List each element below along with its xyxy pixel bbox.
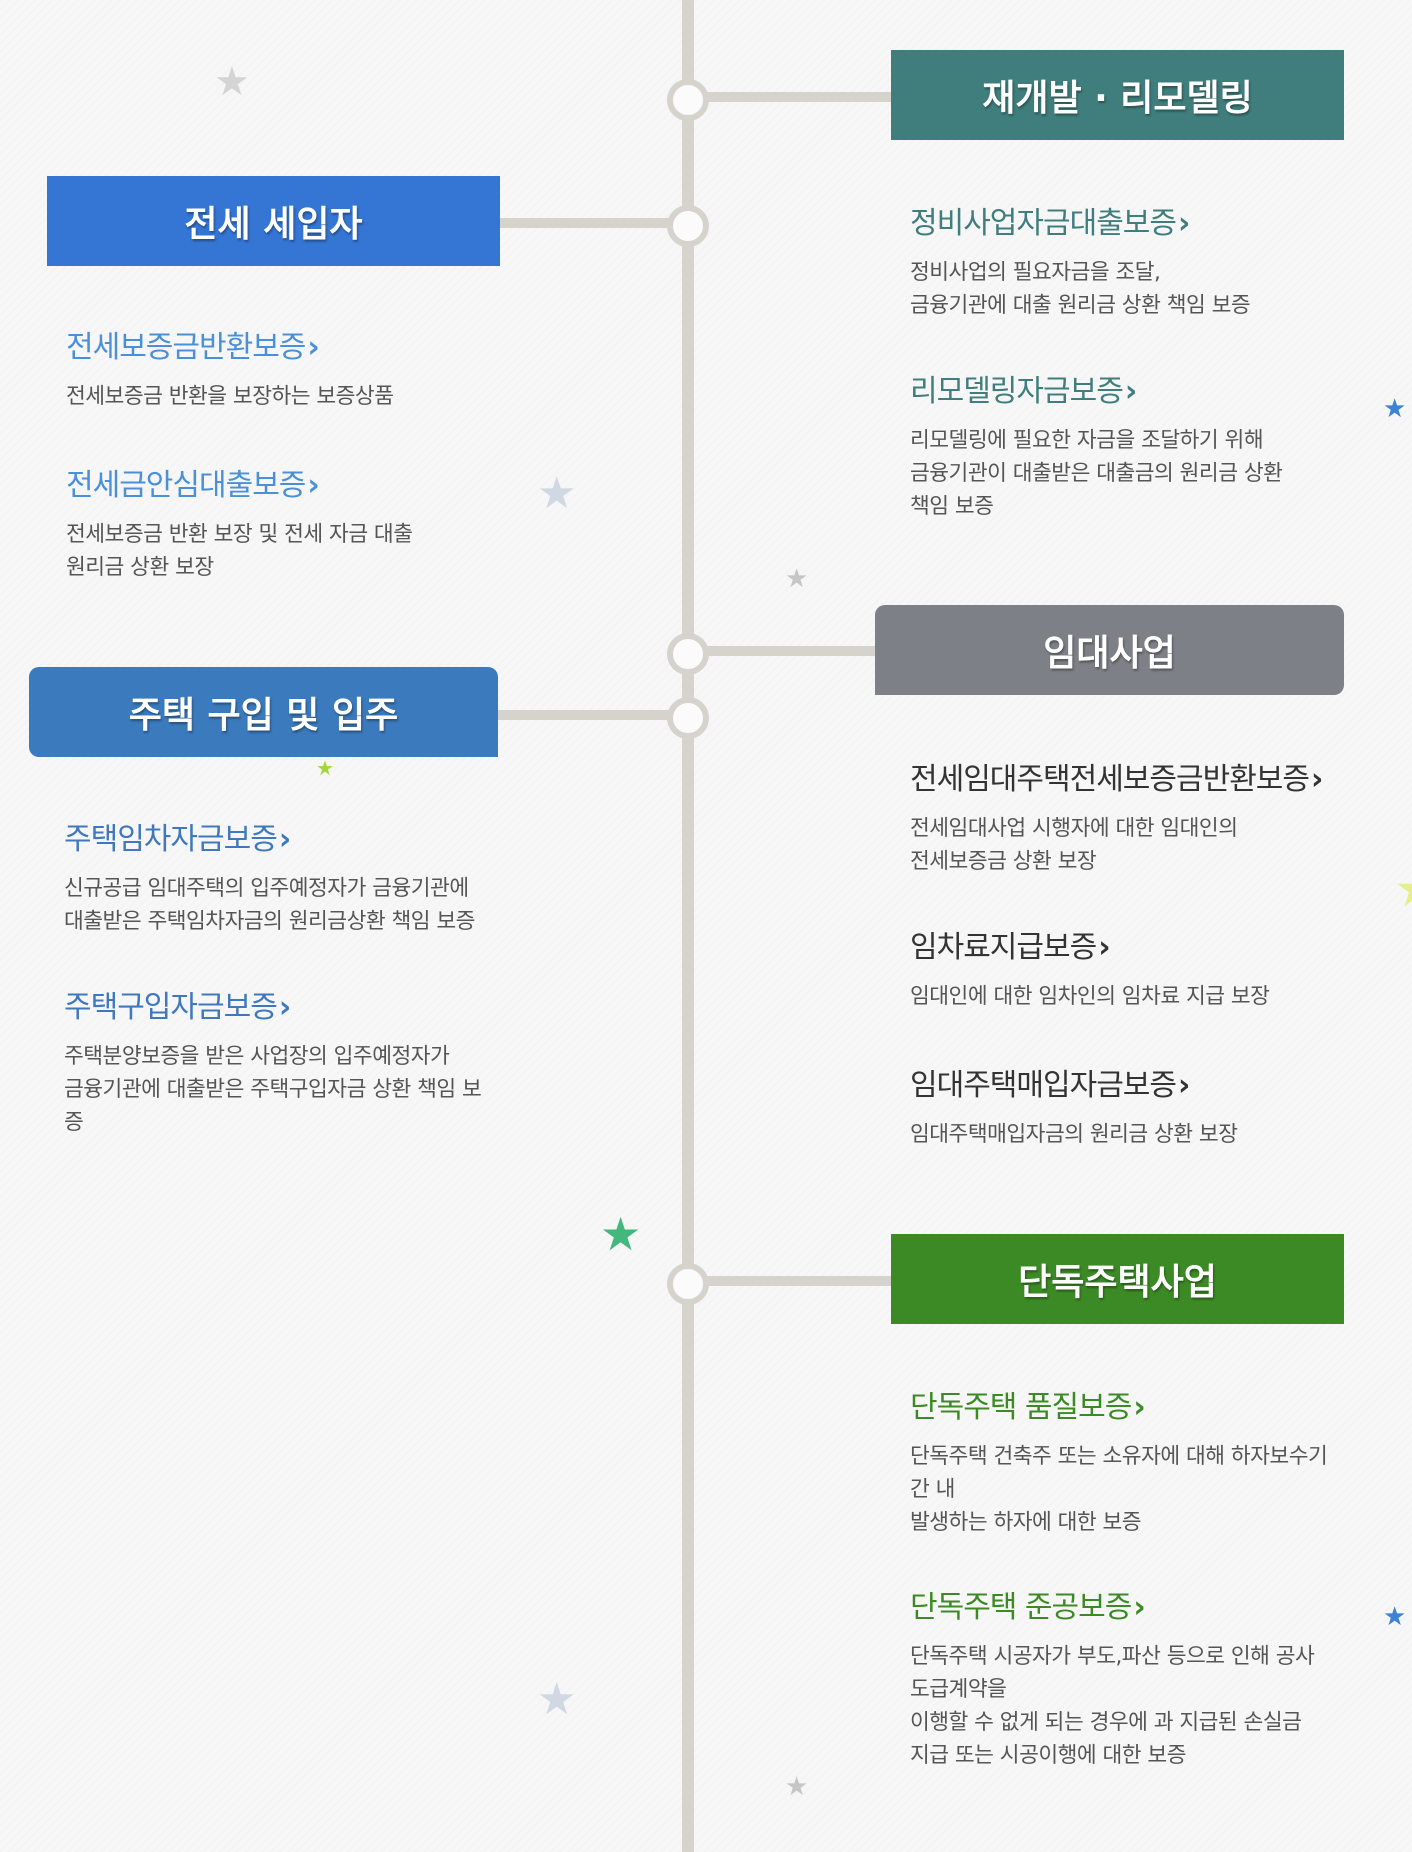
timeline-axis (682, 0, 694, 1852)
link-jeonse-deposit-return[interactable]: 전세보증금반환보증› (66, 322, 320, 366)
item-description: 임대인에 대한 임차인의 임차료 지급 보장 (910, 984, 1270, 1009)
timeline-node (667, 697, 709, 739)
category-housing-purchase: 주택 구입 및 입주 (29, 667, 498, 757)
list-item: 주택구입자금보증› 주택분양보증을 받은 사업장의 입주예정자가 금융기관에 대… (64, 982, 512, 1139)
connector-rental (700, 646, 876, 656)
connector-jeonse (500, 218, 670, 228)
list-item: 전세금안심대출보증› 전세보증금 반환 보장 및 전세 자금 대출 원리금 상환… (66, 460, 536, 584)
link-rental-purchase-fund[interactable]: 임대주택매입자금보증› (910, 1060, 1190, 1104)
chevron-right-icon: › (307, 330, 319, 365)
link-label: 전세임대주택전세보증금반환보증 (910, 762, 1310, 797)
chevron-right-icon: › (307, 468, 319, 503)
star-icon: ★ (600, 1207, 642, 1261)
chevron-right-icon: › (278, 822, 291, 857)
star-icon: ★ (1383, 394, 1407, 424)
link-label: 전세보증금반환보증 (66, 330, 306, 365)
star-icon: ★ (537, 468, 577, 519)
link-label: 임대주택매입자금보증 (910, 1068, 1177, 1103)
link-detached-quality[interactable]: 단독주택 품질보증› (910, 1382, 1146, 1426)
item-description: 단독주택 건축주 또는 소유자에 대해 하자보수기 간 내 발생하는 하자에 대… (910, 1444, 1328, 1535)
link-rent-payment[interactable]: 임차료지급보증› (910, 922, 1111, 966)
link-renewal-project-loan[interactable]: 정비사업자금대출보증› (910, 198, 1190, 242)
item-description: 전세보증금 반환 보장 및 전세 자금 대출 원리금 상환 보장 (66, 522, 413, 580)
list-item: 리모델링자금보증› 리모델링에 필요한 자금을 조달하기 위해 금융기관이 대출… (910, 366, 1380, 523)
link-label: 단독주택 준공보증 (910, 1590, 1132, 1625)
item-description: 전세보증금 반환을 보장하는 보증상품 (66, 384, 394, 409)
list-item: 임대주택매입자금보증› 임대주택매입자금의 원리금 상환 보장 (910, 1060, 1380, 1151)
link-detached-completion[interactable]: 단독주택 준공보증› (910, 1582, 1146, 1626)
item-description: 신규공급 임대주택의 입주예정자가 금융기관에 대출받은 주택임차자금의 원리금… (64, 876, 475, 934)
link-label: 주택임차자금보증 (64, 822, 278, 857)
star-icon: ★ (785, 1772, 809, 1802)
link-housing-rent-fund[interactable]: 주택임차자금보증› (64, 814, 291, 858)
item-description: 리모델링에 필요한 자금을 조달하기 위해 금융기관이 대출받은 대출금의 원리… (910, 428, 1283, 519)
link-label: 임차료지급보증 (910, 930, 1097, 965)
star-icon: ★ (1394, 864, 1412, 914)
category-detached-house: 단독주택사업 (891, 1234, 1344, 1324)
timeline-node (667, 79, 709, 121)
item-description: 정비사업의 필요자금을 조달, 금융기관에 대출 원리금 상환 책임 보증 (910, 260, 1251, 318)
item-description: 단독주택 시공자가 부도,파산 등으로 인해 공사 도급계약을 이행할 수 없게… (910, 1644, 1315, 1768)
link-jeonse-rental-deposit-return[interactable]: 전세임대주택전세보증금반환보증› (910, 754, 1323, 798)
chevron-right-icon: › (1178, 1068, 1190, 1103)
link-label: 리모델링자금보증 (910, 374, 1124, 409)
link-remodeling-fund[interactable]: 리모델링자금보증› (910, 366, 1137, 410)
link-label: 정비사업자금대출보증 (910, 206, 1177, 241)
chevron-right-icon: › (1133, 1590, 1145, 1625)
chevron-right-icon: › (1178, 206, 1190, 241)
link-label: 단독주택 품질보증 (910, 1390, 1132, 1425)
timeline-node (667, 1263, 709, 1305)
star-icon: ★ (785, 564, 809, 594)
star-icon: ★ (214, 59, 250, 105)
chevron-right-icon: › (1311, 762, 1323, 797)
list-item: 전세임대주택전세보증금반환보증› 전세임대사업 시행자에 대한 임대인의 전세보… (910, 754, 1380, 878)
chevron-right-icon: › (278, 990, 291, 1025)
list-item: 정비사업자금대출보증› 정비사업의 필요자금을 조달, 금융기관에 대출 원리금… (910, 198, 1380, 322)
connector-detached (700, 1276, 892, 1286)
star-icon: ★ (537, 1674, 577, 1725)
connector-redevelop (700, 92, 892, 102)
item-description: 전세임대사업 시행자에 대한 임대인의 전세보증금 상환 보장 (910, 816, 1238, 874)
list-item: 전세보증금반환보증› 전세보증금 반환을 보장하는 보증상품 (66, 322, 536, 413)
link-label: 전세금안심대출보증 (66, 468, 306, 503)
chevron-right-icon: › (1124, 374, 1137, 409)
category-jeonse-tenant: 전세 세입자 (47, 176, 500, 266)
link-housing-purchase-fund[interactable]: 주택구입자금보증› (64, 982, 291, 1026)
timeline-node (667, 633, 709, 675)
chevron-right-icon: › (1098, 930, 1110, 965)
category-redevelopment: 재개발 · 리모델링 (891, 50, 1344, 140)
star-icon: ★ (316, 756, 334, 780)
list-item: 단독주택 품질보증› 단독주택 건축주 또는 소유자에 대해 하자보수기 간 내… (910, 1382, 1350, 1539)
item-description: 임대주택매입자금의 원리금 상환 보장 (910, 1122, 1238, 1147)
list-item: 임차료지급보증› 임대인에 대한 임차인의 임차료 지급 보장 (910, 922, 1380, 1013)
link-label: 주택구입자금보증 (64, 990, 278, 1025)
link-jeonse-safe-loan[interactable]: 전세금안심대출보증› (66, 460, 320, 504)
list-item: 주택임차자금보증› 신규공급 임대주택의 입주예정자가 금융기관에 대출받은 주… (64, 814, 534, 938)
list-item: 단독주택 준공보증› 단독주택 시공자가 부도,파산 등으로 인해 공사 도급계… (910, 1582, 1350, 1772)
timeline-node (667, 205, 709, 247)
chevron-right-icon: › (1133, 1390, 1145, 1425)
star-icon: ★ (1383, 1602, 1407, 1632)
item-description: 주택분양보증을 받은 사업장의 입주예정자가 금융기관에 대출받은 주택구입자금… (64, 1044, 482, 1135)
connector-housing (498, 710, 670, 720)
category-rental-business: 임대사업 (875, 605, 1344, 695)
